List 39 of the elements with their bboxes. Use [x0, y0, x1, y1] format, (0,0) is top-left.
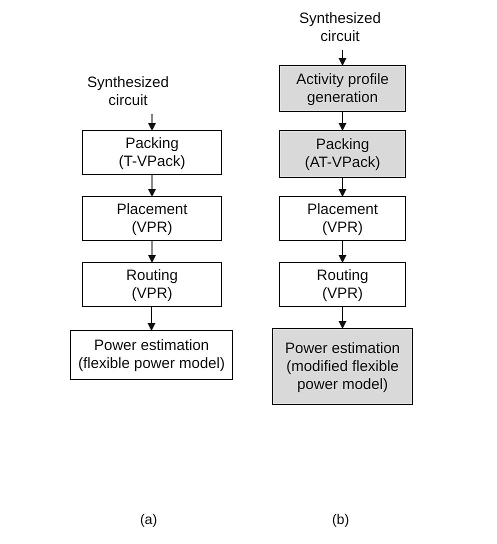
box-text: Placement: [116, 200, 188, 218]
box-text: Synthesized circuit: [86, 74, 170, 110]
arrow: [148, 174, 156, 197]
box-text: Power estimation: [94, 337, 210, 355]
process-box: [279, 65, 406, 112]
box-text: (VPR): [132, 218, 172, 236]
process-box: [70, 330, 233, 380]
box-text: Routing: [126, 266, 178, 284]
box-text: (AT-VPack): [304, 154, 380, 172]
process-box: [82, 262, 222, 307]
box-text: Placement: [307, 200, 378, 218]
box-text: Routing: [316, 266, 368, 284]
box-text: (VPR): [132, 284, 172, 302]
box-text: (modified flexible power model): [285, 358, 400, 394]
box-text: (flexible power model): [78, 355, 225, 373]
process-box: [279, 262, 406, 307]
process-box: [279, 196, 406, 241]
arrow: [338, 112, 346, 131]
process-box: [279, 130, 406, 178]
process-box: [82, 130, 222, 175]
box-text: Packing: [316, 136, 370, 154]
box-text: (VPR): [322, 218, 363, 236]
arrow: [338, 50, 346, 66]
box-text: Synthesized circuit: [298, 10, 382, 46]
arrow: [338, 178, 346, 197]
arrow: [338, 306, 346, 329]
panel-label: (a): [140, 510, 158, 528]
arrow: [338, 240, 346, 263]
arrow: [148, 306, 156, 331]
panel-label: (b): [332, 510, 350, 528]
box-text: Packing: [125, 134, 179, 152]
arrow: [148, 114, 156, 131]
process-box: [272, 328, 413, 405]
process-box: [82, 196, 222, 241]
box-text: (VPR): [322, 284, 363, 302]
box-text: Activity profile generation: [295, 70, 390, 106]
box-text: (T-VPack): [118, 152, 186, 170]
arrow: [148, 240, 156, 263]
box-text: Power estimation: [284, 340, 400, 358]
